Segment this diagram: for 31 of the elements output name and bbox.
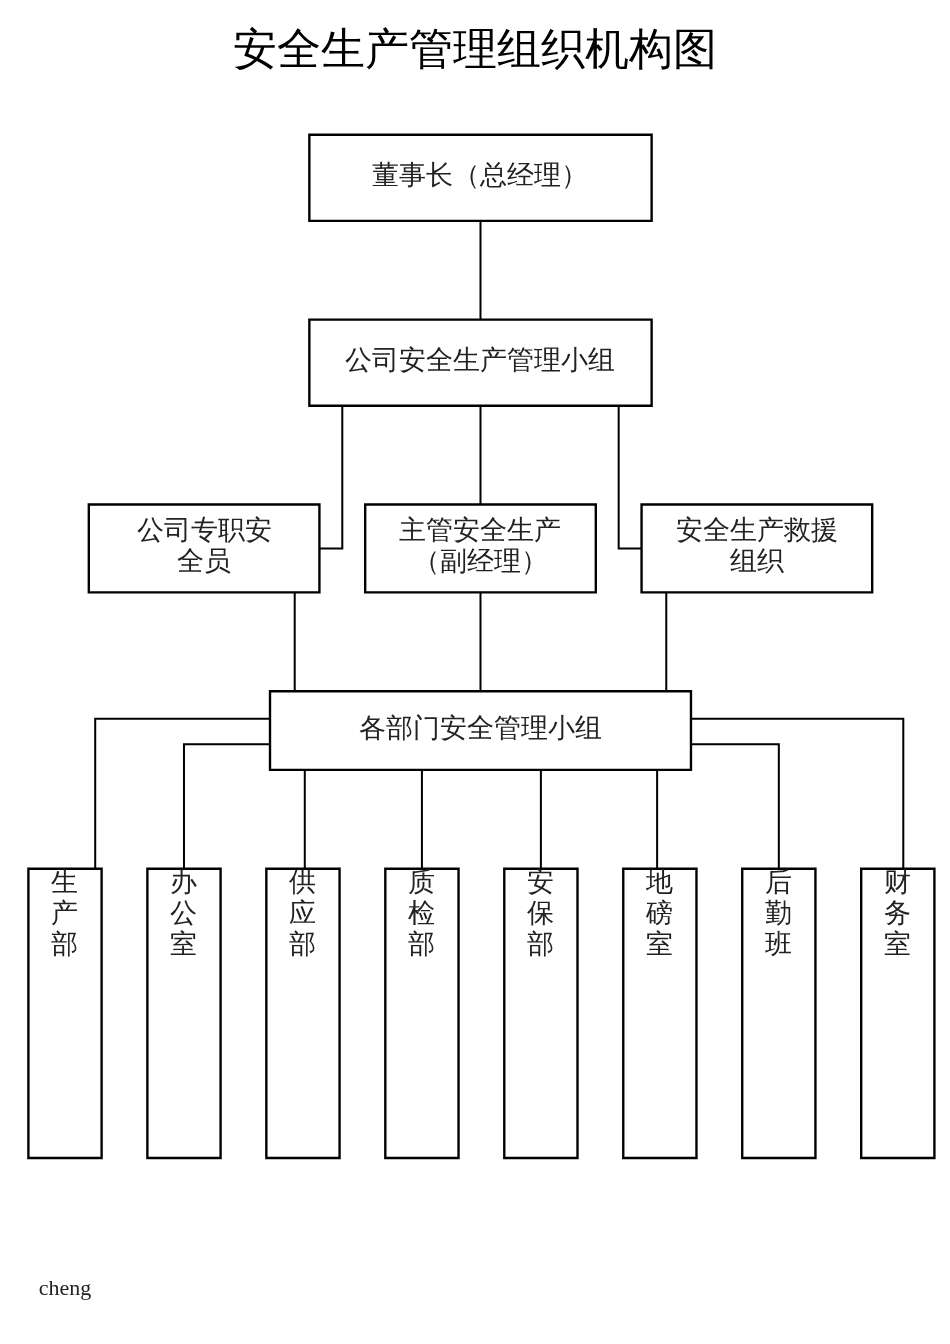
connector bbox=[420, 770, 423, 869]
connector bbox=[665, 592, 668, 691]
node-box: 财务室 bbox=[860, 867, 936, 1160]
connector bbox=[539, 770, 542, 869]
node-box: 供应部 bbox=[265, 867, 341, 1160]
connector bbox=[94, 717, 270, 869]
connector bbox=[617, 405, 642, 550]
node-box: 地磅室 bbox=[622, 867, 698, 1160]
diagram-title: 安全生产管理组织机构图 bbox=[233, 22, 717, 74]
node-box: 后勤班 bbox=[741, 867, 817, 1160]
node-box: 质检部 bbox=[384, 867, 460, 1160]
node-box: 生产部 bbox=[27, 867, 103, 1160]
node-box: 主管安全生产（副经理） bbox=[364, 503, 597, 594]
node-box: 董事长（总经理） bbox=[308, 133, 653, 222]
connector bbox=[691, 717, 905, 869]
connector bbox=[319, 405, 344, 550]
connector bbox=[303, 770, 306, 869]
node-box: 公司安全生产管理小组 bbox=[308, 318, 653, 407]
connector bbox=[656, 770, 659, 869]
node-box: 办公室 bbox=[146, 867, 222, 1160]
node-box: 安全生产救援组织 bbox=[640, 503, 874, 594]
connector bbox=[293, 592, 296, 691]
connector bbox=[479, 592, 482, 691]
node-box: 各部门安全管理小组 bbox=[268, 690, 693, 772]
connector bbox=[691, 743, 780, 869]
node-box: 公司专职安全员 bbox=[87, 503, 321, 594]
connector bbox=[479, 405, 482, 505]
node-box: 安保部 bbox=[503, 867, 579, 1160]
connector bbox=[182, 743, 270, 869]
label: cheng bbox=[38, 1275, 92, 1301]
connector bbox=[479, 221, 482, 320]
